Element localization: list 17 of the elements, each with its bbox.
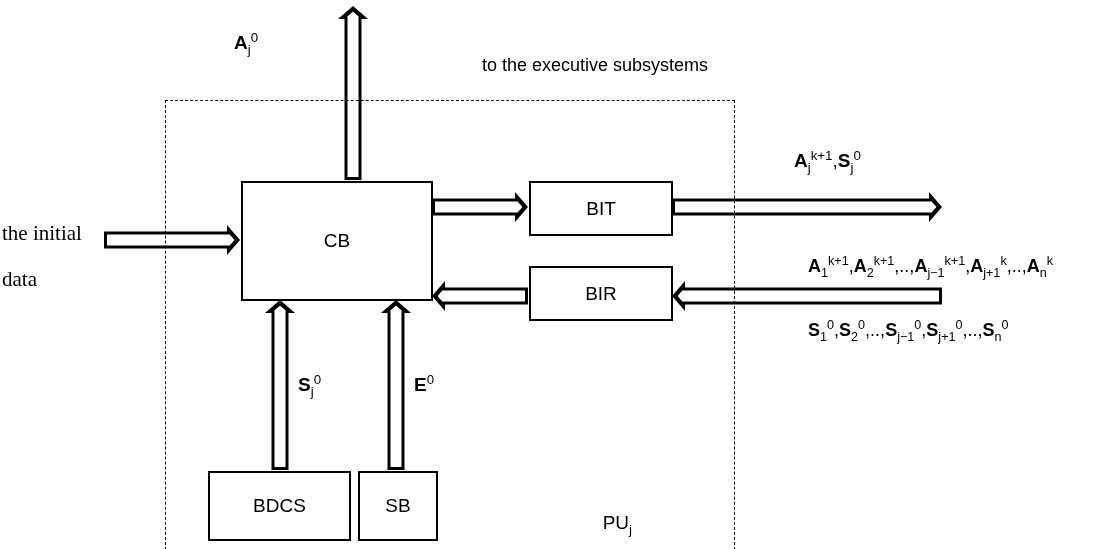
- boundary-label: PU$_{j}$: [602, 512, 632, 537]
- block-box: BDCS: [208, 471, 351, 541]
- double-arrow: [338, 6, 368, 180]
- double-arrow: [381, 300, 411, 470]
- double-arrow: [672, 281, 942, 311]
- block-box: SB: [358, 471, 438, 541]
- annotation-text: to the executive subsystems: [480, 55, 711, 76]
- double-arrow: [672, 192, 942, 222]
- block-box: CB: [241, 181, 433, 301]
- block-box: BIT: [529, 181, 673, 236]
- double-arrow: [104, 225, 240, 255]
- double-arrow: [432, 281, 528, 311]
- double-arrow: [265, 300, 295, 470]
- double-arrow: [432, 192, 528, 222]
- dashed-boundary: [165, 100, 735, 549]
- block-box: BIR: [529, 266, 673, 321]
- input-text: the initial data: [2, 220, 83, 293]
